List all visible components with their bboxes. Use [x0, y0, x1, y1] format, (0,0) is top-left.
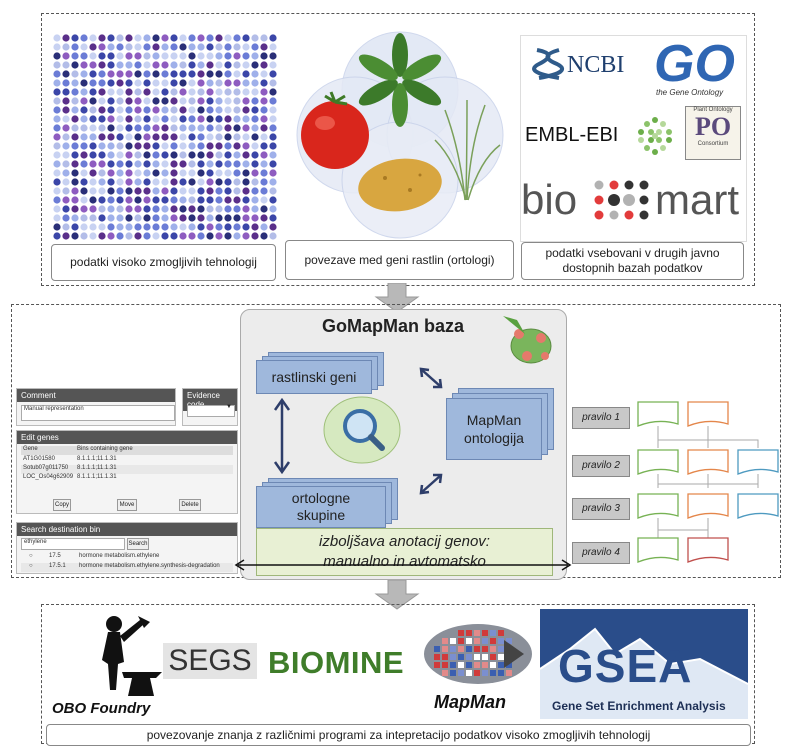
plants-venn-image	[296, 31, 504, 239]
row-gene: Sotub07g011750	[23, 465, 69, 471]
genes-table-header: Gene Bins containing gene	[21, 446, 233, 455]
po-logo-text: PO	[694, 112, 732, 141]
obo-foundry-label: OBO Foundry	[52, 700, 151, 717]
mapman-logo-icon	[424, 624, 532, 684]
rice-plant-icon	[434, 99, 501, 201]
edit-genes-panel: Edit genes Gene Bins containing gene AT1…	[16, 430, 238, 514]
rule-3: pravilo 3	[572, 498, 630, 520]
ncbi-logo-icon	[532, 48, 564, 80]
arrow-down-bottom-icon	[374, 580, 420, 610]
mapman-logo-label: MapMan	[434, 692, 506, 712]
comment-panel: Comment Manual representation	[16, 388, 176, 426]
potato-icon	[358, 158, 442, 212]
mapman-node-label: MapMan ontologija	[464, 412, 524, 446]
list-item[interactable]: ○ 17.5.1 hormone metabolism.ethylene.syn…	[21, 563, 233, 572]
biomart-logo-bio: bio	[521, 176, 578, 223]
caption-orthologs-text: povezave med geni rastlin (ortologi)	[304, 252, 495, 267]
evidence-select[interactable]: ▼	[187, 404, 235, 417]
ncbi-logo-text: NCBI	[567, 52, 625, 78]
orthologs-node-label: ortologne skupine	[291, 490, 351, 523]
table-row[interactable]: Sotub07g011750 8.1.1.1;11.1.31	[21, 465, 233, 474]
row-gene: AT1G01580	[23, 456, 55, 462]
edit-genes-header: Edit genes	[17, 431, 237, 444]
rules-tree	[637, 401, 779, 563]
go-logo-subtitle: the Gene Ontology	[656, 88, 724, 97]
arrow-genes-orthologs-icon	[273, 398, 291, 474]
gsea-logo: GSEA Gene Set Enrichment Analysis	[540, 609, 748, 719]
col-bins: Bins containing gene	[77, 446, 133, 452]
annotation-editor-screenshot: Comment Manual representation Evidence c…	[16, 388, 238, 578]
arrow-orthologs-mapman-icon	[419, 473, 443, 495]
gsea-logo-subtitle: Gene Set Enrichment Analysis	[552, 699, 726, 713]
table-row[interactable]: LOC_Os04g62909 8.1.1.1;11.1.31	[21, 474, 233, 483]
radio-icon: ○	[29, 563, 33, 569]
search-input[interactable]: ethylene	[21, 538, 125, 550]
delete-button[interactable]: Delete	[179, 499, 201, 511]
caption-public-databases-text: podatki vsebovani v drugih javno dostopn…	[545, 246, 720, 275]
result-id: 17.5	[49, 553, 61, 559]
segs-logo: SEGS	[163, 643, 257, 679]
rule-2-docs	[637, 449, 779, 475]
po-logo-sub: Consortium	[697, 141, 729, 147]
evidence-panel: Evidence code ▼	[182, 388, 238, 426]
caption-interpretation-text: povezovanje znanja z različnimi programi…	[146, 727, 651, 742]
search-bin-panel: Search destination bin ethylene Search ○…	[16, 522, 238, 574]
chevron-down-icon: ▼	[226, 404, 232, 410]
rule-1-docs	[637, 401, 729, 427]
mapman-node: MapMan ontologija	[446, 398, 542, 460]
list-item[interactable]: ○ 17.5 hormone metabolism.ethylene	[21, 553, 233, 562]
result-name: hormone metabolism.ethylene.synthesis-de…	[79, 563, 220, 569]
comment-header: Comment	[17, 389, 175, 402]
genes-node: rastlinski geni	[256, 360, 372, 394]
caption-high-throughput-text: podatki visoko zmogljivih tehnologij	[70, 255, 257, 269]
copy-button[interactable]: Copy	[53, 499, 71, 511]
row-bins: 8.1.1.1;11.1.31	[77, 456, 117, 462]
embl-logo-text: EMBL-EBI	[525, 124, 619, 146]
radio-icon: ○	[29, 553, 33, 559]
po-logo-top: Plant Ontology	[693, 107, 733, 113]
caption-public-databases: podatki vsebovani v drugih javno dostopn…	[521, 242, 744, 280]
row-gene: LOC_Os04g62909	[23, 474, 74, 480]
result-name: hormone metabolism.ethylene	[79, 553, 160, 559]
database-logos: NCBI GO the Gene Ontology EMBL-EBI Plant…	[520, 35, 747, 242]
rule-4: pravilo 4	[572, 542, 630, 564]
rule-1: pravilo 1	[572, 407, 630, 429]
rule-4-docs	[637, 537, 729, 563]
rule-2: pravilo 2	[572, 455, 630, 477]
gsea-mountain-icon	[540, 627, 748, 719]
obo-foundry-logo-icon	[102, 616, 162, 696]
row-bins: 8.1.1.1;11.1.31	[77, 465, 117, 471]
caption-interpretation: povezovanje znanja z različnimi programi…	[46, 724, 751, 746]
embl-hexagon-icon	[638, 117, 672, 155]
go-logo-text: GO	[654, 35, 735, 93]
col-gene: Gene	[23, 446, 38, 452]
arabidopsis-icon	[358, 33, 442, 127]
po-logo: Plant Ontology PO Consortium	[685, 106, 741, 160]
biomart-logo-mart: mart	[655, 176, 739, 223]
rule-3-docs	[637, 493, 779, 519]
caption-high-throughput: podatki visoko zmogljivih tehnologij	[51, 244, 276, 281]
gomapman-title: GoMapMan baza	[322, 316, 465, 336]
gomapman-logo-icon	[503, 316, 552, 364]
banner-arrow-icon	[234, 559, 572, 571]
gsea-logo-text: GSEA	[558, 640, 693, 692]
comment-input[interactable]: Manual representation	[21, 405, 175, 421]
result-id: 17.5.1	[49, 563, 66, 569]
genes-node-label: rastlinski geni	[271, 369, 357, 385]
arrow-genes-mapman-icon	[419, 367, 443, 389]
row-bins: 8.1.1.1;11.1.31	[77, 474, 117, 480]
move-button[interactable]: Move	[117, 499, 137, 511]
orthologs-node: ortologne skupine	[256, 486, 386, 528]
tomato-icon	[301, 91, 369, 169]
table-row[interactable]: AT1G01580 8.1.1.1;11.1.31	[21, 456, 233, 465]
biomart-dots-icon	[594, 180, 649, 220]
magnifier-icon	[323, 396, 401, 464]
search-bin-header: Search destination bin	[17, 523, 237, 536]
microarray-image	[52, 33, 278, 243]
caption-orthologs: povezave med geni rastlin (ortologi)	[285, 240, 514, 280]
search-button[interactable]: Search	[127, 538, 149, 550]
biomine-logo: BIOMINE	[268, 645, 405, 680]
